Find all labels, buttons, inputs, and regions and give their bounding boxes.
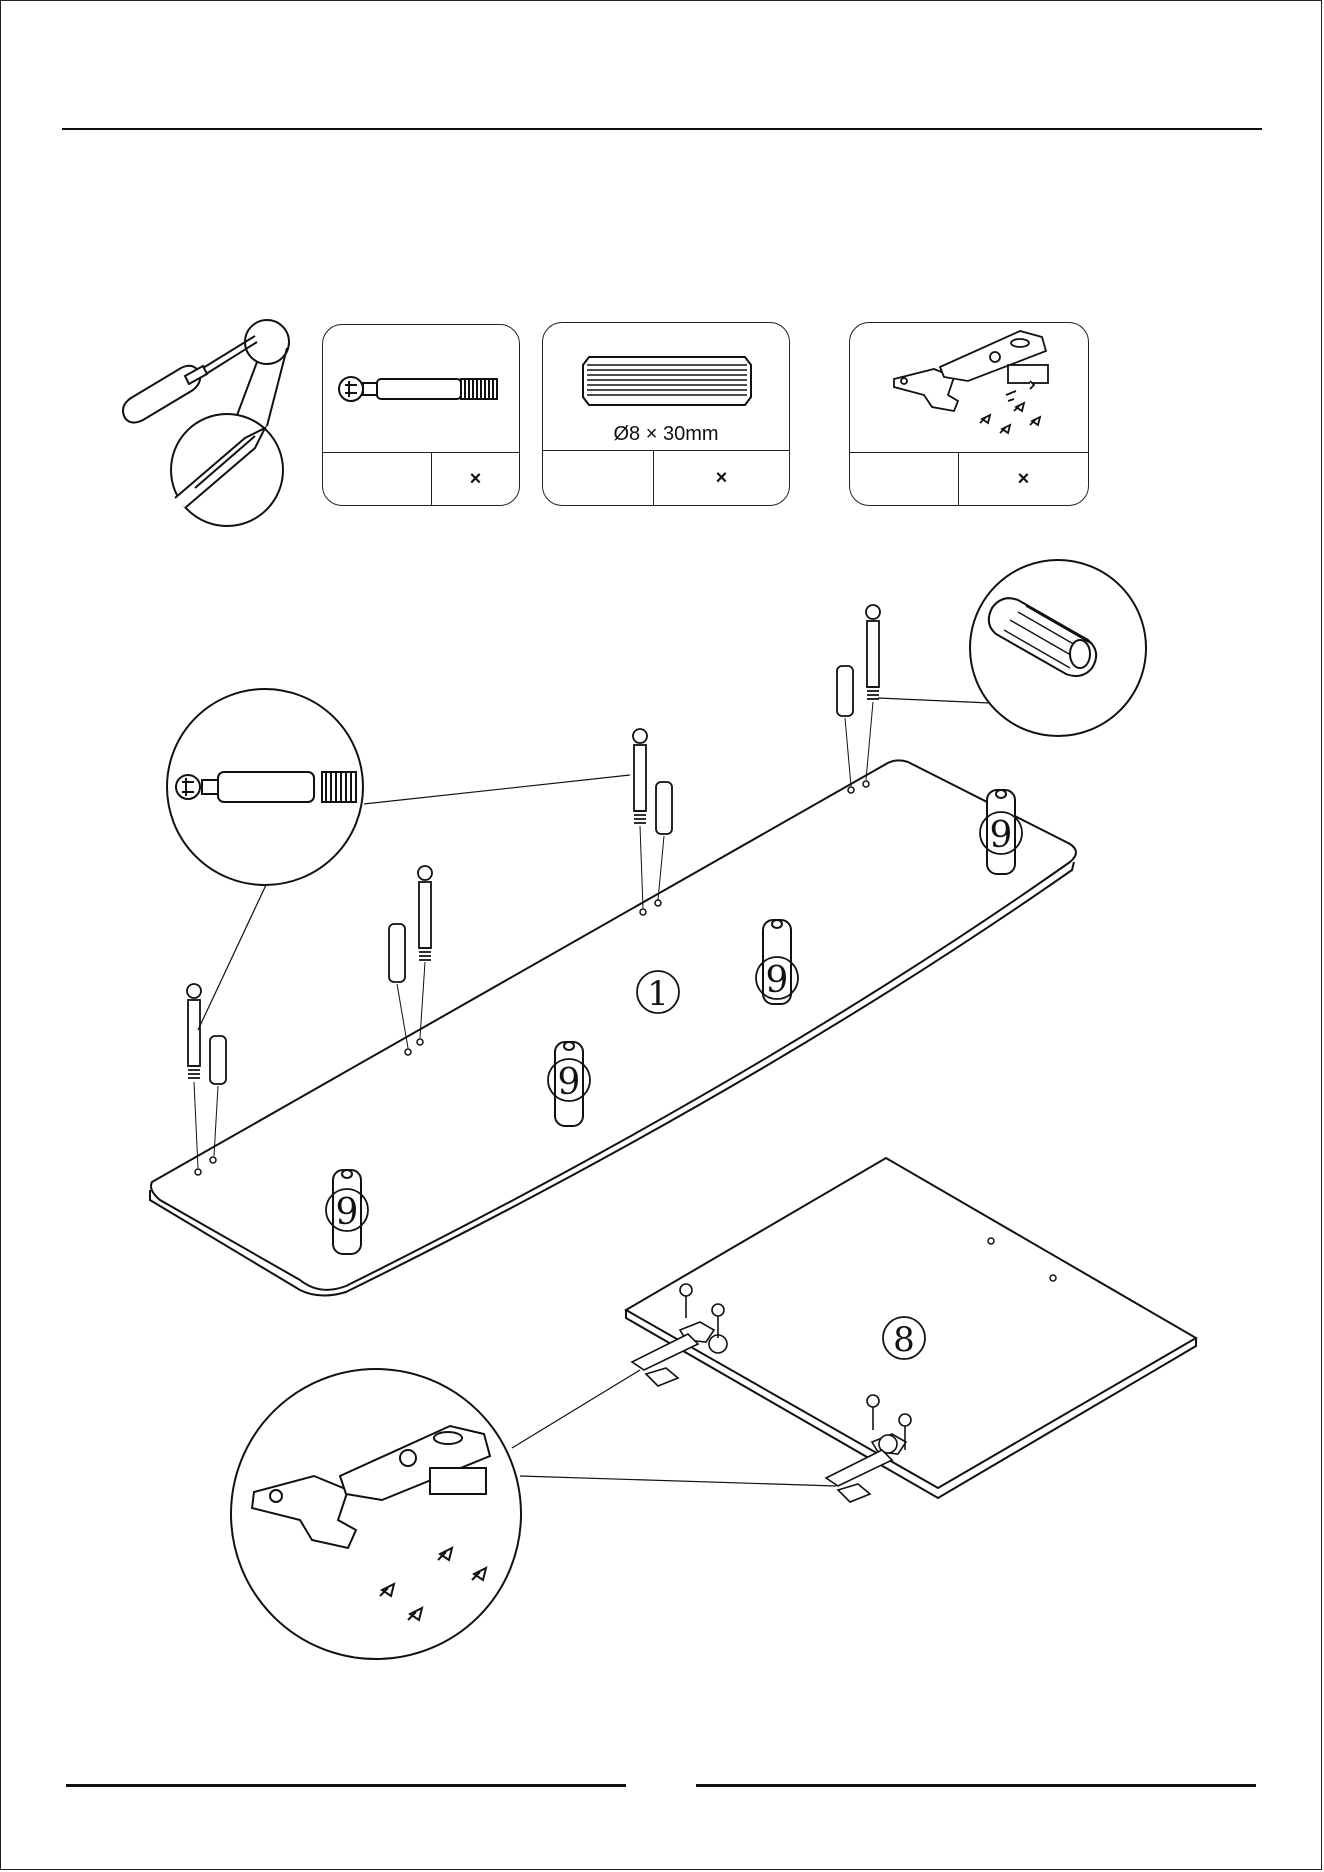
- hinge-quantity: [850, 453, 959, 505]
- foot-label-2: 9: [558, 1062, 581, 1103]
- dowel-quantity: [543, 451, 654, 505]
- screwdriver-icon: [115, 318, 295, 538]
- part-box-dowel: Ø8 × 30mm ×: [542, 322, 790, 506]
- side-panel-label: 8: [893, 1320, 915, 1360]
- foot-label-3: 9: [766, 960, 789, 1001]
- part-box-cam-bolt: ×: [322, 324, 520, 506]
- top-panel-label: 1: [647, 974, 669, 1014]
- dowel-quantity-row: ×: [543, 450, 789, 505]
- hinge-quantity-row: ×: [850, 452, 1088, 505]
- header-rule: [62, 128, 1262, 130]
- cam-bolt-quantity-row: ×: [323, 452, 519, 505]
- cam-bolt-icon: [335, 367, 505, 411]
- part-box-hinge: ×: [849, 322, 1089, 506]
- footer-rule-right: [696, 1784, 1256, 1787]
- footer-rule-left: [66, 1784, 626, 1787]
- assembly-drawing: 1 8 9 9 9 9: [0, 540, 1324, 1660]
- dowel-detail-circle: [878, 560, 1146, 736]
- dowel-multiply-sign: ×: [654, 451, 789, 505]
- hinge-detail-circle: [231, 1369, 836, 1659]
- cam-bolt-quantity: [323, 453, 432, 505]
- foot-label-4: 9: [990, 815, 1013, 856]
- dowel-spec: Ø8 × 30mm: [543, 423, 789, 446]
- hinge-multiply-sign: ×: [959, 453, 1088, 505]
- foot-label-1: 9: [336, 1192, 359, 1233]
- hinge-icon: [890, 329, 1060, 443]
- cam-bolt-multiply-sign: ×: [432, 453, 519, 505]
- dowel-icon: [581, 353, 753, 409]
